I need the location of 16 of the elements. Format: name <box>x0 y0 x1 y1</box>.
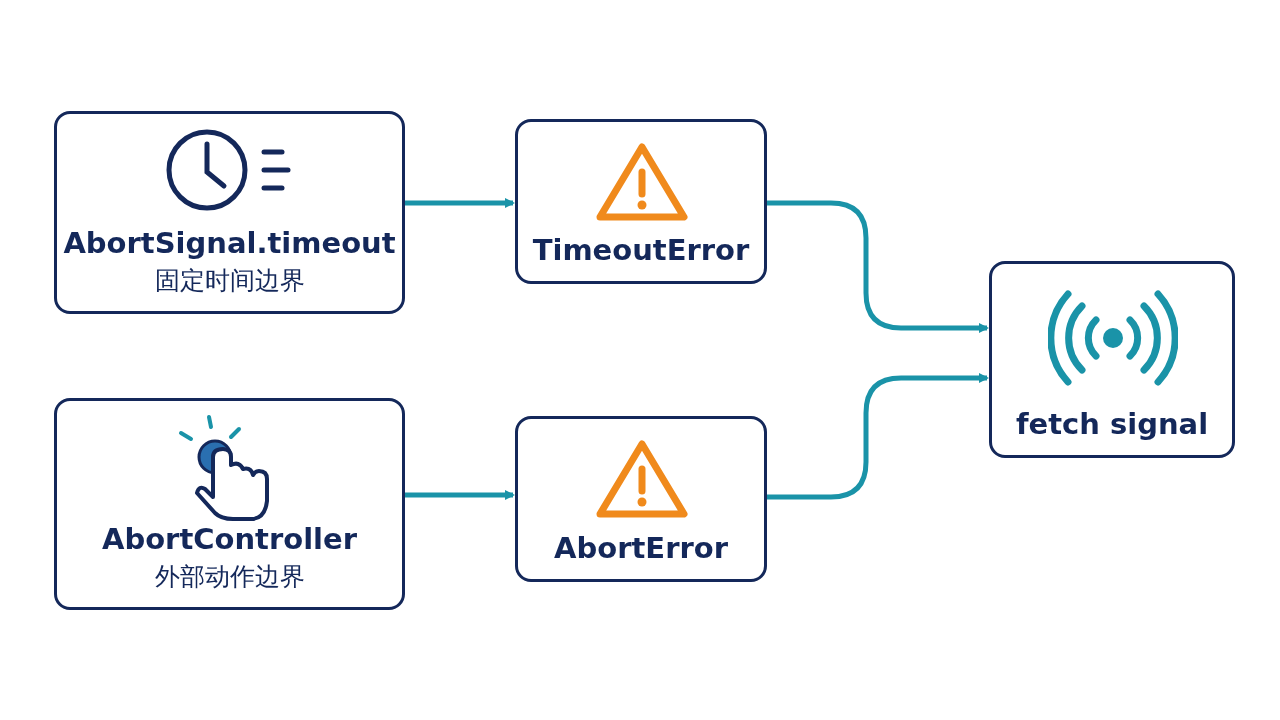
process-box <box>989 261 1235 458</box>
node-title: AbortController <box>101 522 358 556</box>
arrow <box>767 200 989 333</box>
process-box <box>515 119 767 284</box>
node-title: TimeoutError <box>532 233 750 267</box>
arrow <box>767 373 989 500</box>
node-title: AbortSignal.timeout <box>63 226 396 260</box>
description-text: 外部动作边界 <box>154 561 305 593</box>
node-title: AbortError <box>554 531 728 565</box>
node-title: fetch signal <box>1015 407 1209 441</box>
description-text: 固定时间边界 <box>154 265 305 297</box>
arrow <box>405 198 515 208</box>
arrow <box>405 490 515 500</box>
process-box <box>515 416 767 582</box>
process-box <box>54 398 405 610</box>
process-box <box>54 111 405 314</box>
